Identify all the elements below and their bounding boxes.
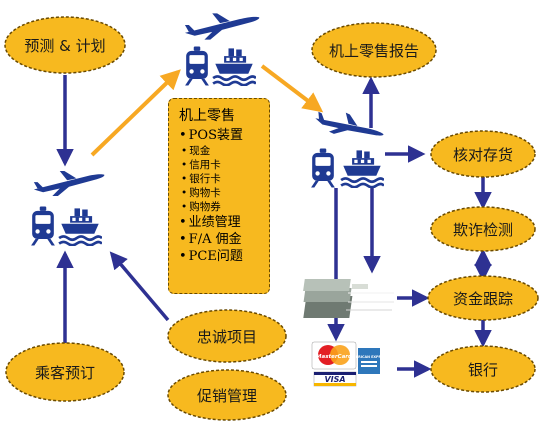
mastercard-logo: MasterCard	[311, 341, 357, 370]
bullet-icon: •	[179, 232, 187, 247]
airplane-icon	[312, 101, 386, 153]
inflight-retail-item: •业绩管理	[179, 214, 263, 231]
cash-stack-image	[303, 279, 394, 318]
transport-group-right	[311, 101, 386, 188]
ship-icon	[340, 149, 384, 188]
visa-logo: VISA	[313, 371, 357, 387]
node-fund-tracking-label: 资金跟踪	[453, 290, 513, 308]
card-logos: MasterCard VISA AMERICAN EXPRESS	[311, 341, 389, 387]
inflight-retail-item-label: 信用卡	[189, 159, 221, 171]
train-icon	[31, 206, 55, 246]
inflight-retail-item-label: F/A 佣金	[188, 232, 242, 247]
bullet-icon: •	[181, 173, 188, 185]
inflight-retail-item: •购物券	[179, 200, 263, 214]
ship-icon	[212, 47, 256, 86]
airplane-icon	[184, 13, 260, 40]
inflight-retail-item-label: 现金	[189, 145, 211, 157]
inflight-retail-item: •购物卡	[179, 186, 263, 200]
node-fraud-detection: 欺诈检测	[430, 206, 536, 252]
bullet-icon: •	[181, 145, 188, 157]
node-inventory-check: 核对存货	[430, 130, 536, 178]
node-bank-label: 银行	[468, 361, 498, 379]
inflight-retail-item: •银行卡	[179, 172, 263, 186]
inflight-retail-list: •POS装置•现金•信用卡•银行卡•购物卡•购物券•业绩管理•F/A 佣金•PC…	[179, 127, 263, 265]
inflight-retail-item-label: 购物券	[189, 201, 221, 213]
node-forecast: 预测 & 计划	[4, 16, 126, 74]
node-fraud-detection-label: 欺诈检测	[453, 221, 513, 239]
transport-group-left	[31, 170, 105, 246]
bullet-icon: •	[181, 201, 188, 213]
inflight-retail-box: 机上零售 •POS装置•现金•信用卡•银行卡•购物卡•购物券•业绩管理•F/A …	[168, 98, 270, 294]
node-loyalty-label: 忠诚项目	[197, 328, 257, 346]
node-inflight-report: 机上零售报告	[311, 22, 437, 78]
inflight-retail-item: •F/A 佣金	[179, 231, 263, 248]
arrow-loyalty-to-transport	[109, 251, 170, 322]
amex-logo: AMERICAN EXPRESS	[350, 348, 389, 374]
inflight-retail-item: •现金	[179, 144, 263, 158]
arrow-transport-to-top-transport	[90, 69, 181, 157]
ship-icon	[58, 207, 102, 246]
bullet-icon: •	[181, 187, 188, 199]
node-promotion-label: 促销管理	[197, 387, 257, 405]
inflight-retail-item-label: 购物卡	[189, 187, 221, 199]
inflight-retail-item: •信用卡	[179, 158, 263, 172]
node-fund-tracking: 资金跟踪	[427, 275, 539, 321]
node-loyalty: 忠诚项目	[167, 309, 287, 363]
bullet-icon: •	[181, 159, 188, 171]
node-inventory-check-label: 核对存货	[453, 146, 513, 164]
bullet-icon: •	[179, 128, 187, 143]
amex-text: AMERICAN EXPRESS	[350, 355, 389, 359]
train-icon	[311, 148, 335, 188]
arrow-top-transport-to-right-transport	[260, 64, 324, 113]
airplane-icon	[33, 170, 105, 196]
node-passenger-booking: 乘客预订	[5, 342, 125, 402]
bullet-icon: •	[179, 249, 187, 264]
train-icon	[185, 46, 209, 86]
visa-text: VISA	[324, 375, 345, 384]
transport-group-top	[184, 13, 260, 86]
node-forecast-label: 预测 & 计划	[24, 37, 105, 55]
inflight-retail-item-label: PCE问题	[188, 249, 243, 264]
node-promotion: 促销管理	[167, 369, 287, 421]
inflight-retail-item: •POS装置	[179, 127, 263, 144]
mastercard-text: MasterCard	[316, 354, 352, 360]
node-bank: 银行	[430, 345, 536, 393]
node-inflight-report-label: 机上零售报告	[329, 42, 419, 60]
inflight-retail-item: •PCE问题	[179, 248, 263, 265]
node-passenger-booking-label: 乘客预订	[35, 364, 95, 382]
inflight-retail-item-label: POS装置	[188, 128, 243, 143]
bullet-icon: •	[179, 215, 187, 230]
inflight-retail-item-label: 银行卡	[189, 173, 221, 185]
inflight-retail-item-label: 业绩管理	[188, 215, 241, 230]
inflight-retail-title: 机上零售	[179, 108, 235, 124]
